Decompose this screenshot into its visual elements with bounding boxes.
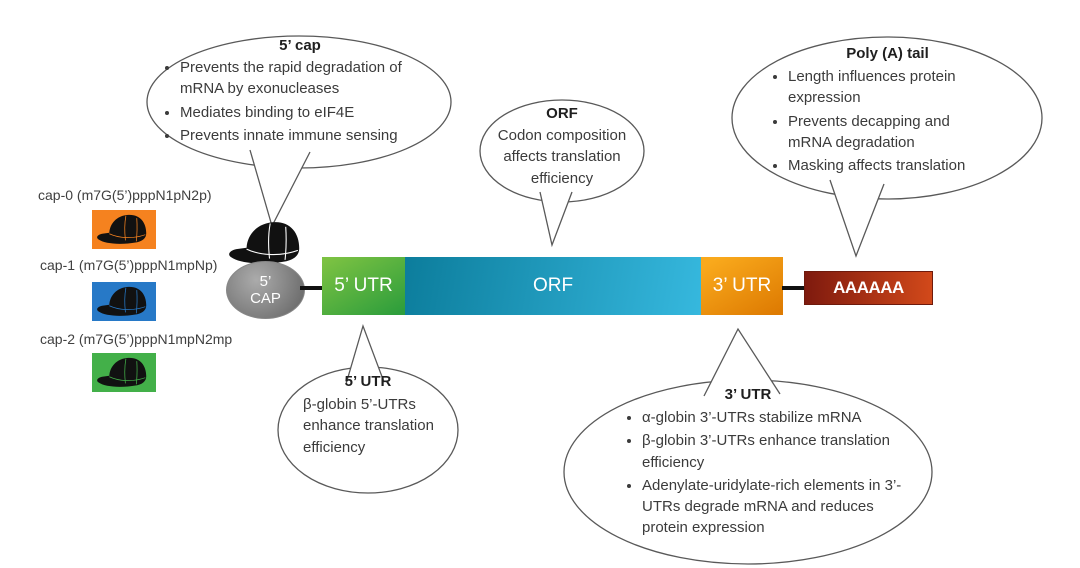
legend-label-cap2: cap-2 (m7G(5’)pppN1mpN2mp [40, 331, 233, 347]
cap-node-line1: 5’ [259, 272, 272, 290]
callout-5cap-bullet: Mediates binding to eIF4E [180, 102, 410, 123]
callout-3utr-bullet: β-globin 3’-UTRs enhance translation eff… [642, 430, 912, 473]
callout-polya-bullet: Masking affects translation [788, 155, 972, 176]
callout-3utr-body: α-globin 3’-UTRs stabilize mRNA β-globin… [620, 407, 912, 541]
bubble-orf-tail [539, 191, 573, 248]
bubble-5cap-tail [249, 149, 311, 228]
bubble-5utr-tail [345, 323, 385, 385]
bubble-polya [731, 36, 1043, 200]
cap0-swatch [92, 210, 156, 249]
callout-orf-body: Codon composition affects translation ef… [497, 127, 627, 187]
callout-3utr-title: 3’ UTR [724, 386, 772, 403]
cap2-swatch [92, 353, 156, 392]
cap-to-utr5-connector [300, 286, 324, 290]
bubble-3utr-tail [703, 327, 781, 397]
baseball-cap-icon [94, 355, 154, 390]
baseball-cap-icon [94, 284, 154, 319]
callout-5utr-body: β-globin 5’-UTRs enhance translation eff… [303, 396, 434, 456]
cap1-swatch [92, 282, 156, 321]
five-prime-cap-node: 5’ CAP [226, 261, 305, 319]
cap-node-line2: CAP [250, 290, 281, 307]
poly-a-tail-box: AAAAAA [804, 271, 933, 305]
callout-5cap-title: 5’ cap [279, 37, 321, 54]
callout-5cap-body: Prevents the rapid degradation of mRNA b… [158, 57, 410, 148]
segment-orf: ORF [405, 257, 701, 315]
callout-orf-title: ORF [546, 105, 578, 122]
segment-5utr: 5’ UTR [322, 257, 405, 315]
callout-polya-title: Poly (A) tail [846, 45, 929, 62]
segment-3utr: 3’ UTR [701, 257, 783, 315]
callout-polya-bullet: Length influences protein expression [788, 66, 972, 109]
legend-label-cap0: cap-0 (m7G(5’)pppN1pN2p) [38, 187, 212, 203]
callout-polya-body: Length influences protein expression Pre… [766, 66, 972, 178]
baseball-cap-icon [94, 212, 154, 247]
callout-polya-bullet: Prevents decapping and mRNA degradation [788, 111, 972, 154]
callout-5utr-title: 5’ UTR [344, 373, 392, 390]
callout-3utr-bullet: α-globin 3’-UTRs stabilize mRNA [642, 407, 912, 428]
callout-3utr-bullet: Adenylate-uridylate-rich elements in 3’-… [642, 475, 912, 539]
legend-label-cap1: cap-1 (m7G(5’)pppN1mpNp) [40, 257, 218, 273]
callout-5cap-bullet: Prevents the rapid degradation of mRNA b… [180, 57, 410, 100]
utr3-to-polya-connector [782, 286, 805, 290]
callout-5cap-bullet: Prevents innate immune sensing [180, 125, 410, 146]
bubble-polya-tail [829, 179, 885, 258]
